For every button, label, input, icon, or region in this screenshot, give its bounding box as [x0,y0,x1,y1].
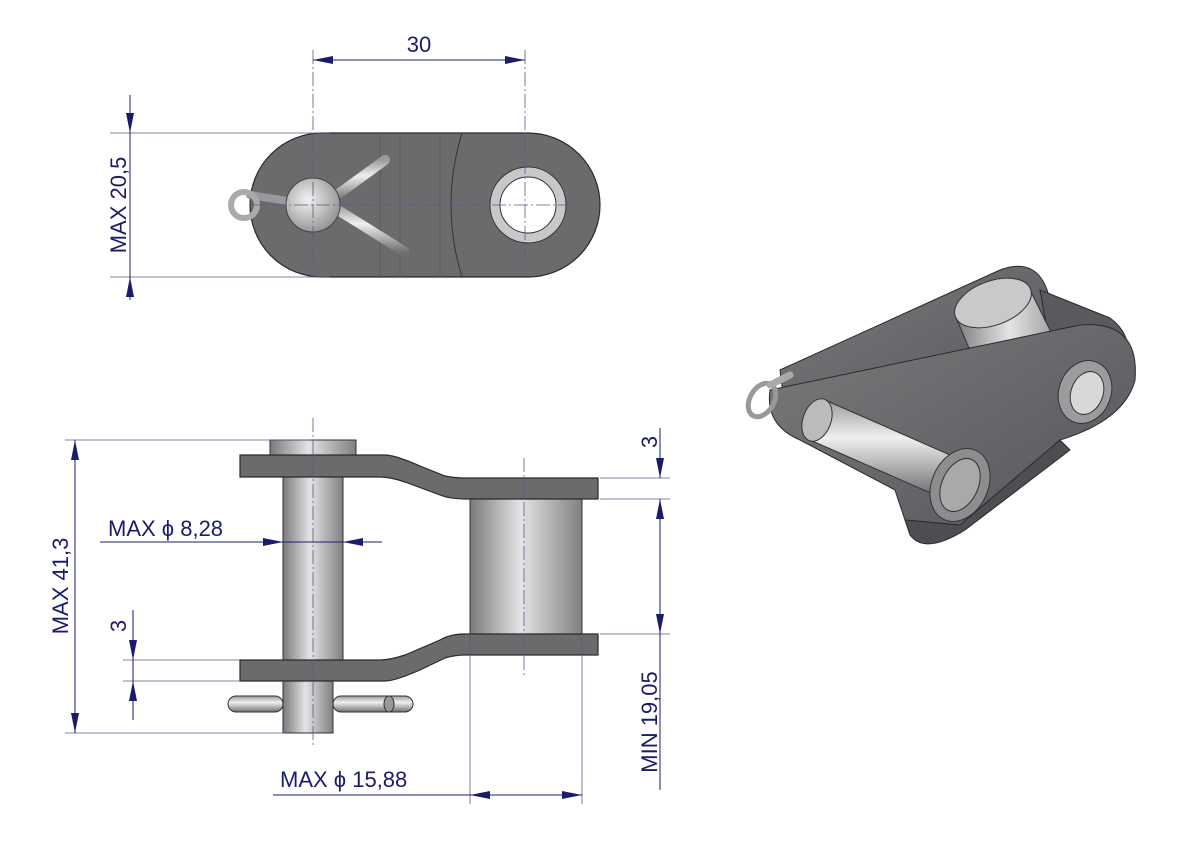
dimension-pin-diameter: MAX ϕ 8,28 [108,516,223,541]
dimension-pitch: 30 [407,32,431,57]
isometric-view [745,265,1136,545]
side-view: MAX 41,3 MAX ϕ 8,28 3 3 MIN 19,05 MAX ϕ … [48,418,670,804]
dimension-roller-diameter: MAX ϕ 15,88 [280,767,407,792]
top-view: 30 MAX 20,5 [106,32,601,300]
outer-plate-bottom [239,633,599,682]
outer-plate-top [239,454,599,500]
dimension-inner-width: MIN 19,05 [637,671,662,773]
roller [469,498,583,635]
dimension-plate-thickness-top: 3 [637,436,662,448]
cotter-pin-side-view [227,695,414,713]
link-plate-top-view [249,132,601,278]
dimension-plate-thickness-bottom: 3 [106,620,131,632]
dimension-plate-height: MAX 20,5 [106,157,131,254]
dimension-overall-width: MAX 41,3 [48,538,73,635]
